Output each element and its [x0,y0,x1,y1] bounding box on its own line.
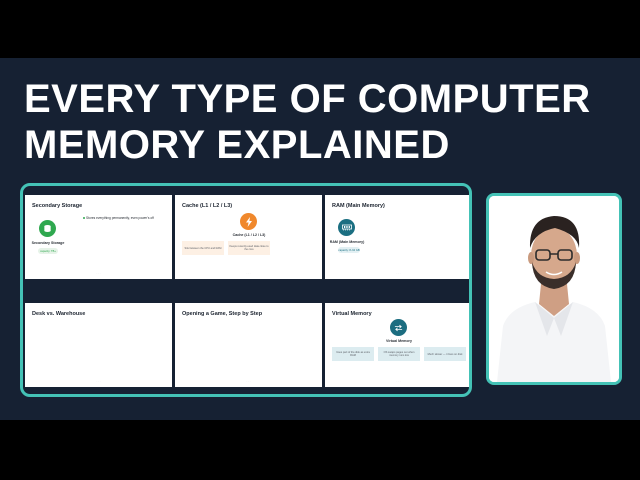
slide-title: Cache (L1 / L2 / L3) [182,203,233,209]
headline-line-2: MEMORY EXPLAINED [24,123,450,167]
presenter-portrait [486,193,622,385]
slide-cache: Cache (L1 / L2 / L3) Cache (L1 / L2 / L3… [175,195,322,279]
bullet-text: Stores everything permanently, even powe… [83,216,154,220]
slide-footer: · · · [96,272,101,275]
slide-virtual-memory: Virtual Memory Virtual Memory Uses part … [325,303,469,387]
lightning-icon [240,213,257,230]
headline: EVERY TYPE OF COMPUTER MEMORY EXPLAINED [24,76,624,168]
info-box-right: Keeps recently-used data close to the co… [228,241,270,255]
slide-grid: Secondary Storage Secondary Storage Stor… [20,183,472,397]
slide-footer: · · · [246,272,251,275]
slide-footer: · · · [246,380,251,383]
icon-caption: Cache (L1 / L2 / L3) [232,233,266,237]
info-box-2: OS swaps pages out when memory runs low [378,347,420,361]
slide-title: Desk vs. Warehouse [32,311,86,317]
slide-footer: · · · [96,380,101,383]
capacity-pill: capacity: TB+ [38,248,58,254]
slide-title: Secondary Storage [32,203,83,209]
info-box-3: Much slower — it lives on disk [424,347,466,361]
slide-desk-vs-warehouse: Desk vs. Warehouse · · · [25,303,172,387]
info-box-1: Uses part of the disk as extra RAM [332,347,374,361]
slide-title: Virtual Memory [332,311,372,317]
icon-caption: RAM (Main Memory) [329,240,365,244]
info-box-left: Sits between the CPU and RAM [182,241,224,255]
storage-icon [39,220,56,237]
capacity-pill: capacity: 8–64 GB [338,247,360,253]
slide-opening-a-game: Opening a Game, Step by Step · · · [175,303,322,387]
swap-arrows-icon [390,319,407,336]
headline-line-1: EVERY TYPE OF COMPUTER [24,77,591,121]
slide-footer: · · · [396,272,401,275]
presenter-image [489,196,619,382]
slide-title: RAM (Main Memory) [332,203,385,209]
icon-caption: Secondary Storage [31,241,65,245]
ram-chip-icon [338,219,355,236]
slide-footer: · · · [396,380,401,383]
icon-caption: Virtual Memory [386,339,412,343]
slide-title: Opening a Game, Step by Step [182,311,263,317]
slide-ram: RAM (Main Memory) RAM (Main Memory) capa… [325,195,469,279]
slide-secondary-storage: Secondary Storage Secondary Storage Stor… [25,195,172,279]
